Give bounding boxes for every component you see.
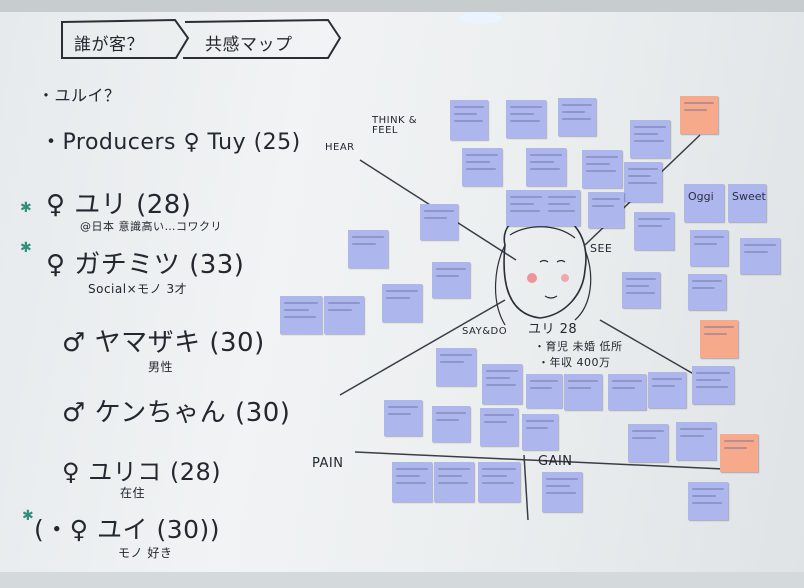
person-6-name: (・♀ ユイ (30)) [34,515,221,544]
green-star-icon: ✱ [20,200,32,216]
sticky-note [384,400,422,436]
sticky-note [564,374,602,410]
map-line-bottom-left [339,299,506,396]
sticky-note [436,348,476,386]
light-reflection [458,12,502,24]
map-line-pain-gain-divider [523,454,529,521]
label-gain: GAIN [538,454,573,469]
sticky-note [280,296,322,334]
sticky-note-oggi: Oggi [684,184,724,222]
sticky-note [526,374,562,408]
green-star-icon: ✱ [20,240,32,256]
sticky-note [622,272,660,308]
sticky-note [462,148,502,186]
sticky-note [688,274,726,310]
person-3-sub: 男性 [148,360,174,374]
sticky-note [434,462,474,502]
sticky-note [506,100,546,138]
green-star-icon: ✱ [22,508,34,524]
person-2-name: ♀ ガチミツ (33) [46,250,245,280]
sticky-note [688,482,728,520]
person-1-sub: @日本 意識高い…コワクリ [80,220,222,233]
label-see: SEE [590,242,613,255]
person-2-sub: Social×モノ 3才 [88,282,188,296]
sticky-note [634,212,674,250]
sticky-note [482,364,522,404]
map-line-pain-gain [354,451,746,471]
sticky-note [542,472,582,512]
title-box-1-outline [61,18,190,59]
sticky-note-text: Sweet [732,190,766,203]
sticky-note [480,408,518,446]
title-box-2-outline [183,18,342,59]
person-3-name: ♂ ヤマザキ (30) [62,328,265,358]
sticky-note-sweet: Sweet [728,184,766,222]
person-4-name: ♂ ケンちゃん (30) [62,398,291,428]
sticky-note-orange [700,320,738,358]
person-1-name: ♀ ユリ (28) [46,190,192,220]
sticky-note [348,230,388,268]
sticky-note [522,414,558,450]
label-say-do: SAY&DO [462,326,508,337]
board-bottom-edge [0,572,804,588]
sticky-note [392,462,432,502]
sticky-note-text: Oggi [688,190,714,203]
wall-strip [0,0,804,12]
person-5-name: ♀ ユリコ (28) [62,458,222,486]
title-box-1-text: 誰が客？ [74,35,144,55]
sticky-note [450,100,488,140]
sticky-note-orange [720,434,758,472]
sticky-note [740,238,780,274]
sticky-note-orange [680,96,718,134]
line-1: ・ユルイ？ [38,86,121,105]
sticky-note [544,190,580,226]
sticky-note [582,150,622,188]
center-face-drawing [495,211,592,326]
sticky-note [324,296,364,334]
sticky-note [692,366,734,404]
label-think-feel: THINK & FEEL [372,115,418,136]
sticky-note [420,204,458,240]
sticky-note [432,406,470,442]
sticky-note [630,120,670,158]
center-note-2: ・年収 400万 [538,356,611,369]
sticky-note [690,230,728,266]
sticky-note [588,192,624,228]
sticky-note [608,374,646,410]
person-5-sub: 在住 [120,486,146,500]
sticky-note [382,284,422,322]
center-note-1: ・育児 未婚 低所 [534,340,623,353]
sticky-note [526,148,566,186]
sticky-note [648,372,686,408]
sticky-note [628,424,668,462]
sticky-note [624,162,662,202]
label-hear: HEAR [325,142,355,153]
line-2: ・Producers ♀ Tuy (25) [40,130,301,155]
person-6-sub: モノ 好き [118,546,173,560]
title-box-2-text: 共感マップ [205,35,293,55]
sticky-note [432,262,470,298]
sticky-note [558,98,596,136]
sticky-note [676,422,716,460]
sticky-note [478,462,520,502]
sticky-note [506,190,546,226]
center-name: ユリ 28 [528,322,578,337]
label-pain: PAIN [312,456,344,471]
